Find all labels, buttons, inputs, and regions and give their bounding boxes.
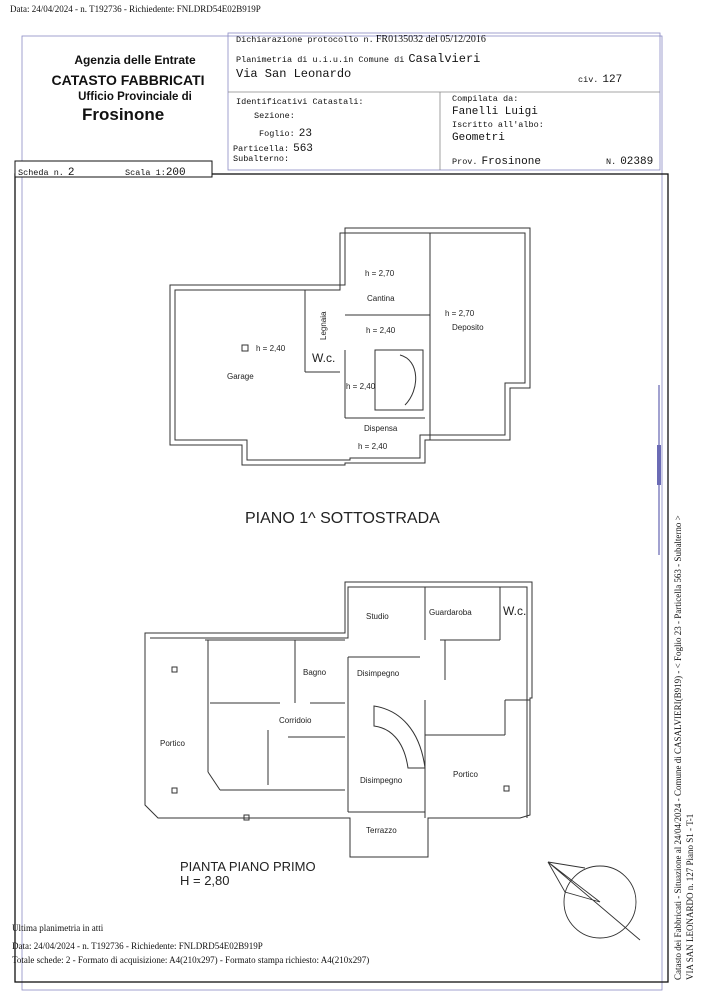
- particella-label: Particella:: [233, 144, 290, 154]
- room-label: h = 2,40: [366, 326, 396, 335]
- n-label: N.: [606, 157, 617, 167]
- footer-totale-line: Totale schede: 2 - Formato di acquisizio…: [12, 955, 370, 965]
- room-label-wc: W.c.: [312, 351, 335, 365]
- planimetria-label: Planimetria di u.i.u.in Comune di: [236, 55, 405, 65]
- foglio-label: Foglio:: [259, 129, 295, 139]
- agency-office: Ufficio Provinciale di: [78, 91, 192, 103]
- room-label-disimpegno: Disimpegno: [360, 776, 403, 785]
- compilata-name: Fanelli Luigi: [452, 106, 538, 118]
- prov-label: Prov.: [452, 157, 478, 167]
- room-label-dispensa: Dispensa: [364, 424, 398, 433]
- room-label: h = 2,40: [346, 382, 376, 391]
- room-label-legnaia: Legnaia: [319, 311, 328, 340]
- plan-basement: [169, 227, 531, 466]
- room-label-guardaroba: Guardaroba: [429, 608, 472, 617]
- protocol-label: Dichiarazione protocollo n.: [236, 35, 374, 45]
- room-label-portico: Portico: [160, 739, 185, 748]
- side-caption-line1: Catasto dei Fabbricati - Situazione al 2…: [673, 515, 683, 980]
- n-value: 02389: [620, 156, 654, 168]
- room-label-wc: W.c.: [503, 604, 526, 618]
- room-label-garage: Garage: [227, 372, 254, 381]
- foglio-value: 23: [298, 128, 312, 140]
- room-label-terrazzo: Terrazzo: [366, 826, 397, 835]
- plan-first: [144, 581, 533, 858]
- side-caption: Catasto dei Fabbricati - Situazione al 2…: [672, 515, 696, 980]
- compilata-label: Compilata da:: [452, 94, 519, 104]
- side-caption-line2: VIA SAN LEONARDO n. 127 Piano S1 - T-1: [685, 813, 695, 980]
- agency-province: Frosinone: [82, 105, 165, 124]
- room-label-deposito: Deposito: [452, 323, 484, 332]
- address-value: Via San Leonardo: [236, 67, 352, 81]
- plan-first-height: H = 2,80: [180, 873, 230, 888]
- room-label-disimpegno: Disimpegno: [357, 669, 400, 678]
- civ-label: civ.: [578, 75, 599, 85]
- scheda-value: 2: [67, 167, 75, 179]
- room-label-corridoio: Corridoio: [279, 716, 312, 725]
- header-right-box: [227, 32, 661, 171]
- room-label: h = 2,40: [256, 344, 286, 353]
- room-label: h = 2,40: [358, 442, 388, 451]
- civ-value: 127: [602, 74, 623, 86]
- plan-basement-title: PIANO 1^ SOTTOSTRADA: [245, 510, 440, 527]
- subalterno-label: Subalterno:: [233, 154, 290, 164]
- comune-value: Casalvieri: [408, 52, 481, 66]
- particella-value: 563: [293, 143, 313, 155]
- scheda-label: Scheda n.: [18, 168, 64, 178]
- room-label-cantina: Cantina: [367, 294, 395, 303]
- agency-name: Agenzia delle Entrate: [74, 53, 196, 67]
- plan-first-title: PIANTA PIANO PRIMO: [180, 859, 316, 874]
- scheda-box: [14, 160, 213, 178]
- scala-label: Scala 1:: [125, 168, 166, 178]
- footer-ultima: Ultima planimetria in atti: [12, 923, 104, 933]
- identificativi-title: Identificativi Catastali:: [236, 97, 364, 107]
- room-label: h = 2,70: [445, 309, 475, 318]
- room-label-studio: Studio: [366, 612, 389, 621]
- sezione-label: Sezione:: [254, 111, 295, 121]
- albo-label: Iscritto all'albo:: [452, 120, 544, 130]
- north-arrow-icon: [547, 861, 641, 941]
- top-request-line: Data: 24/04/2024 - n. T192736 - Richiede…: [10, 4, 261, 14]
- room-label-portico: Portico: [453, 770, 478, 779]
- albo-value: Geometri: [452, 132, 505, 144]
- dimension-mark: [657, 445, 661, 485]
- room-label-bagno: Bagno: [303, 668, 327, 677]
- scala-value: 200: [165, 167, 186, 179]
- room-label: h = 2,70: [365, 269, 395, 278]
- footer-data-line: Data: 24/04/2024 - n. T192736 - Richiede…: [12, 941, 263, 951]
- protocol-value: FR0135032 del 05/12/2016: [375, 34, 486, 45]
- prov-value: Frosinone: [481, 156, 541, 168]
- blue-frame: [21, 35, 663, 991]
- sheet-frame: [14, 173, 669, 983]
- agency-department: CATASTO FABBRICATI: [51, 72, 205, 88]
